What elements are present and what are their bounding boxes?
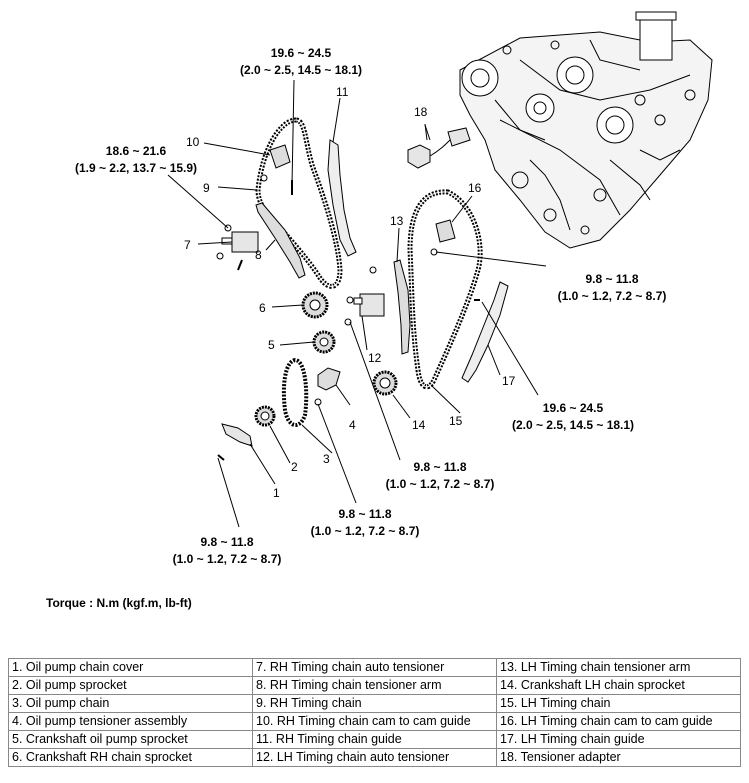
callout-13: 13 bbox=[390, 214, 404, 228]
callout-numbers: 1 2 3 4 5 6 7 8 9 10 11 12 13 14 15 16 1… bbox=[184, 85, 516, 500]
legend-row: 2. Oil pump sprocket 8. RH Timing chain … bbox=[8, 676, 741, 695]
legend-cell: 15. LH Timing chain bbox=[496, 694, 741, 713]
callout-3: 3 bbox=[323, 452, 330, 466]
callout-11: 11 bbox=[336, 85, 349, 99]
torque-left-alt: (1.9 ~ 2.2, 13.7 ~ 15.9) bbox=[75, 161, 197, 175]
callout-6: 6 bbox=[259, 301, 266, 315]
crankshaft-rh-sprocket-part bbox=[301, 291, 329, 319]
callout-2: 2 bbox=[291, 460, 298, 474]
torque-top-alt: (2.0 ~ 2.5, 14.5 ~ 18.1) bbox=[240, 63, 362, 77]
legend-cell: 1. Oil pump chain cover bbox=[8, 658, 253, 677]
callout-4: 4 bbox=[349, 418, 356, 432]
lh-auto-tensioner-part bbox=[353, 293, 385, 317]
torque-mid-nm: 9.8 ~ 11.8 bbox=[413, 460, 466, 474]
torque-lower-mid-nm: 9.8 ~ 11.8 bbox=[338, 507, 391, 521]
callout-8: 8 bbox=[255, 248, 262, 262]
rh-cam-to-cam-guide-part bbox=[269, 144, 291, 169]
leader-lines bbox=[167, 79, 547, 528]
oil-pump-chain-part bbox=[281, 357, 309, 427]
torque-right-upper-alt: (1.0 ~ 1.2, 7.2 ~ 8.7) bbox=[558, 289, 667, 303]
callout-12: 12 bbox=[368, 351, 382, 365]
legend-row: 4. Oil pump tensioner assembly 10. RH Ti… bbox=[8, 712, 741, 731]
tensioner-adapter-part bbox=[407, 124, 471, 169]
callout-10: 10 bbox=[186, 135, 200, 149]
callout-16: 16 bbox=[468, 181, 482, 195]
legend-cell: 6. Crankshaft RH chain sprocket bbox=[8, 748, 253, 767]
oil-pump-chain-cover-part bbox=[221, 423, 253, 447]
legend-cell: 2. Oil pump sprocket bbox=[8, 676, 253, 695]
rh-auto-tensioner-part bbox=[216, 224, 259, 271]
torque-unit-note: Torque : N.m (kgf.m, lb-ft) bbox=[46, 596, 192, 610]
torque-top-nm: 19.6 ~ 24.5 bbox=[271, 46, 332, 60]
legend-cell: 18. Tensioner adapter bbox=[496, 748, 741, 767]
torque-bottom-alt: (1.0 ~ 1.2, 7.2 ~ 8.7) bbox=[173, 552, 282, 566]
bolts bbox=[217, 174, 480, 461]
torque-right-lower-nm: 19.6 ~ 24.5 bbox=[543, 401, 604, 415]
torque-right-upper-nm: 9.8 ~ 11.8 bbox=[585, 272, 638, 286]
exploded-timing-chain-diagram: 1 2 3 4 5 6 7 8 9 10 11 12 13 14 15 16 1… bbox=[75, 11, 713, 566]
torque-mid-alt: (1.0 ~ 1.2, 7.2 ~ 8.7) bbox=[386, 477, 495, 491]
crankshaft-oil-pump-sprocket-part bbox=[312, 330, 336, 354]
callout-15: 15 bbox=[449, 414, 463, 428]
legend-cell: 3. Oil pump chain bbox=[8, 694, 253, 713]
legend-cell: 9. RH Timing chain bbox=[252, 694, 497, 713]
lh-timing-chain-part bbox=[407, 189, 483, 390]
callout-14: 14 bbox=[412, 418, 426, 432]
oil-pump-sprocket-part bbox=[254, 405, 276, 427]
torque-left-nm: 18.6 ~ 21.6 bbox=[106, 144, 167, 158]
callout-5: 5 bbox=[268, 338, 275, 352]
legend-cell: 4. Oil pump tensioner assembly bbox=[8, 712, 253, 731]
torque-lower-mid-alt: (1.0 ~ 1.2, 7.2 ~ 8.7) bbox=[311, 524, 420, 538]
legend-cell: 14. Crankshaft LH chain sprocket bbox=[496, 676, 741, 695]
callout-7: 7 bbox=[184, 238, 191, 252]
callout-18: 18 bbox=[414, 105, 428, 119]
legend-cell: 10. RH Timing chain cam to cam guide bbox=[252, 712, 497, 731]
legend-cell: 17. LH Timing chain guide bbox=[496, 730, 741, 749]
legend-row: 5. Crankshaft oil pump sprocket 11. RH T… bbox=[8, 730, 741, 749]
rh-tensioner-arm-part bbox=[255, 202, 306, 279]
legend-row: 1. Oil pump chain cover 7. RH Timing cha… bbox=[8, 658, 741, 677]
callout-17: 17 bbox=[502, 374, 516, 388]
legend-row: 6. Crankshaft RH chain sprocket 12. LH T… bbox=[8, 748, 741, 767]
rh-chain-guide-part bbox=[327, 139, 357, 257]
rh-timing-chain-part bbox=[255, 117, 343, 289]
legend-cell: 16. LH Timing chain cam to cam guide bbox=[496, 712, 741, 731]
engine-block-illustration bbox=[459, 11, 713, 249]
torque-specs: 19.6 ~ 24.5 (2.0 ~ 2.5, 14.5 ~ 18.1) 18.… bbox=[75, 46, 666, 566]
callout-1: 1 bbox=[273, 486, 280, 500]
lh-chain-guide-part bbox=[461, 281, 509, 383]
torque-bottom-nm: 9.8 ~ 11.8 bbox=[200, 535, 253, 549]
legend-cell: 5. Crankshaft oil pump sprocket bbox=[8, 730, 253, 749]
lh-cam-to-cam-guide-part bbox=[435, 219, 456, 243]
legend-row: 3. Oil pump chain 9. RH Timing chain 15.… bbox=[8, 694, 741, 713]
callout-9: 9 bbox=[203, 181, 210, 195]
legend-cell: 12. LH Timing chain auto tensioner bbox=[252, 748, 497, 767]
legend-cell: 11. RH Timing chain guide bbox=[252, 730, 497, 749]
parts-legend-table: 1. Oil pump chain cover 7. RH Timing cha… bbox=[8, 658, 741, 767]
legend-cell: 13. LH Timing chain tensioner arm bbox=[496, 658, 741, 677]
torque-right-lower-alt: (2.0 ~ 2.5, 14.5 ~ 18.1) bbox=[512, 418, 634, 432]
crankshaft-lh-sprocket-part bbox=[372, 370, 398, 396]
lh-tensioner-arm-part bbox=[393, 259, 411, 355]
legend-cell: 7. RH Timing chain auto tensioner bbox=[252, 658, 497, 677]
legend-cell: 8. RH Timing chain tensioner arm bbox=[252, 676, 497, 695]
